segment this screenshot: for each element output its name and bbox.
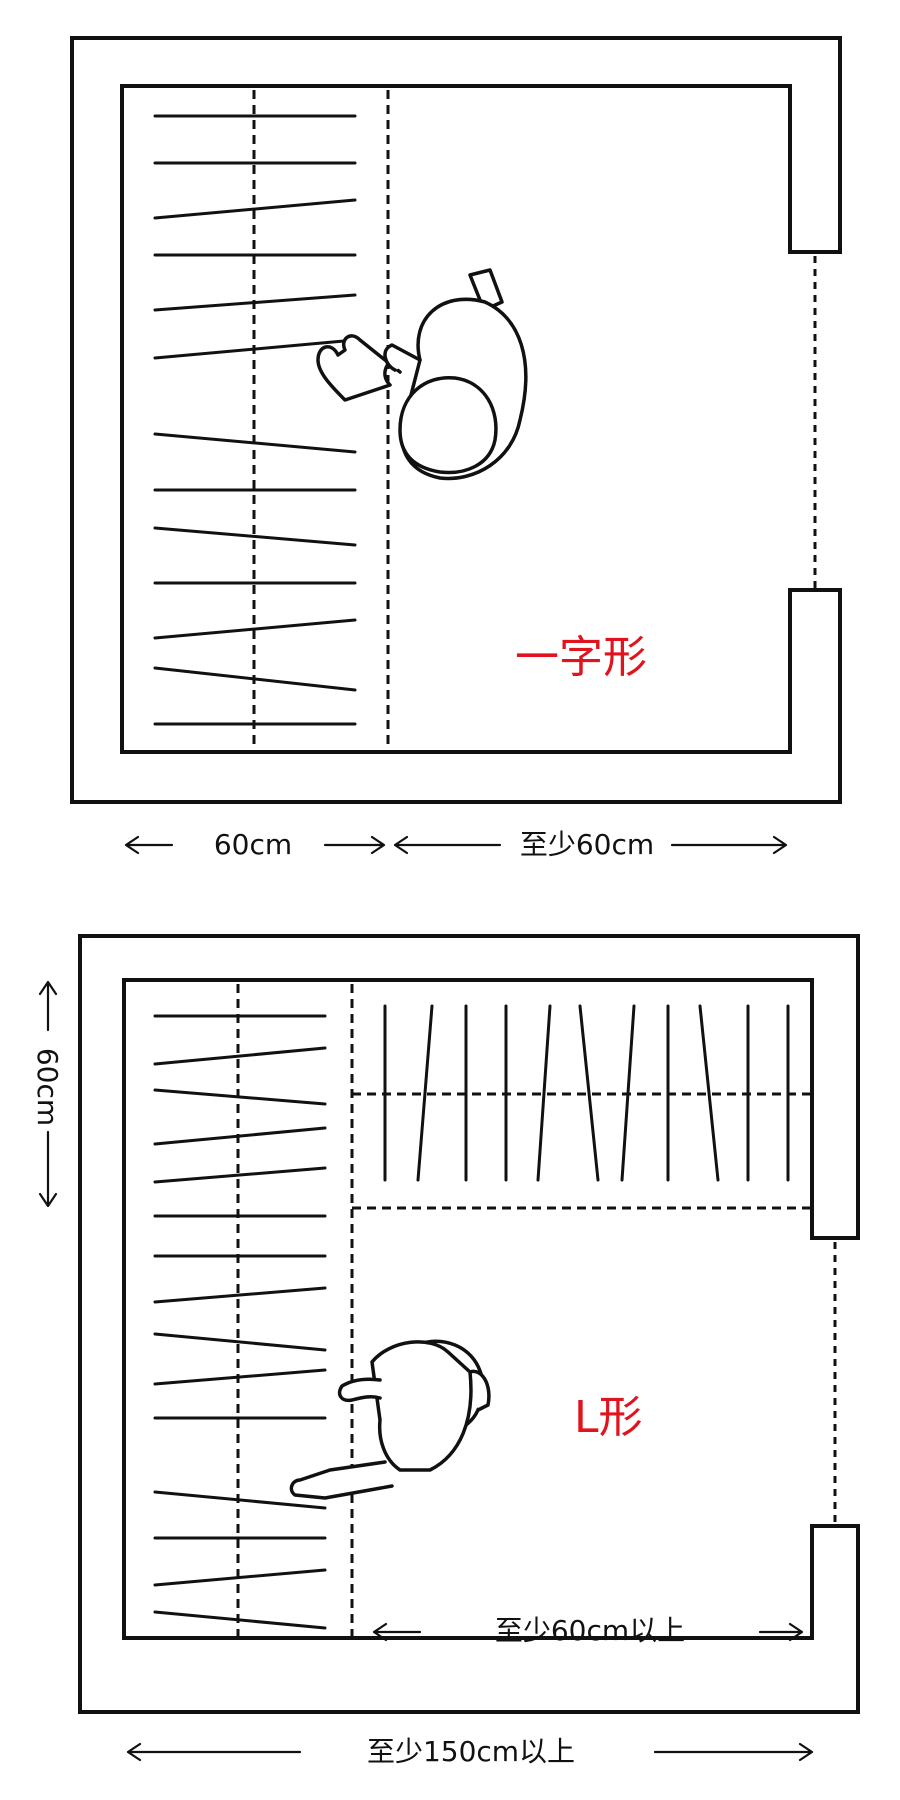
l-aisle-width-label: 至少60cm以上 xyxy=(495,1614,685,1647)
person-figure-bottom xyxy=(289,1339,491,1500)
straight-dimensions: 60cm 至少60cm xyxy=(124,828,788,861)
l-room-width-dimension: 至少150cm以上 xyxy=(126,1735,814,1768)
arrow-right-icon xyxy=(323,835,386,855)
arrow-up-icon xyxy=(38,980,58,1032)
arrow-left-icon xyxy=(393,835,502,855)
hanger-stroke xyxy=(153,1046,327,1066)
straight-closet-wall xyxy=(70,36,842,804)
straight-aisle-width-label: 至少60cm xyxy=(520,828,654,861)
hanger-stroke xyxy=(698,1004,720,1182)
hanger-stroke xyxy=(153,1126,327,1146)
straight-hangers xyxy=(153,114,357,726)
hanger-stroke xyxy=(153,293,357,312)
l-left-hangers xyxy=(153,1014,327,1630)
hanger-stroke xyxy=(578,1004,600,1182)
hanger-stroke xyxy=(153,1088,327,1106)
hanger-stroke xyxy=(153,198,357,220)
person-figure-top xyxy=(316,268,528,481)
l-rack-depth-label: 60cm xyxy=(31,1048,64,1126)
straight-rack-depth-label: 60cm xyxy=(214,828,292,861)
hanger-stroke xyxy=(153,338,357,360)
straight-shape-label: 一字形 xyxy=(515,632,647,683)
straight-closet-plan: 一字形 xyxy=(70,36,842,804)
l-room-width-label: 至少150cm以上 xyxy=(367,1735,575,1768)
hanger-stroke xyxy=(153,666,357,692)
hanger-stroke xyxy=(153,618,357,640)
arrow-left-icon xyxy=(126,1742,302,1762)
arrow-down-icon xyxy=(38,1130,58,1208)
arrow-right-icon xyxy=(653,1742,814,1762)
hanger-stroke xyxy=(153,1610,327,1630)
arrow-right-icon xyxy=(758,1622,804,1642)
hanger-stroke xyxy=(536,1004,552,1182)
hanger-stroke xyxy=(153,1490,327,1510)
hanger-stroke xyxy=(153,1166,327,1184)
l-closet-wall xyxy=(78,934,860,1714)
hanger-stroke xyxy=(153,526,357,547)
hanger-stroke xyxy=(153,432,357,454)
hanger-stroke xyxy=(153,1332,327,1352)
l-vertical-dimension: 60cm xyxy=(31,980,64,1208)
l-aisle-dimension: 至少60cm以上 xyxy=(372,1614,804,1647)
hanger-stroke xyxy=(416,1004,434,1182)
hanger-stroke xyxy=(153,1368,327,1386)
l-shaped-closet-plan: L形 xyxy=(78,934,860,1714)
l-shape-label: L形 xyxy=(574,1392,643,1443)
arrow-left-icon xyxy=(124,835,174,855)
l-top-hangers xyxy=(383,1004,790,1182)
hanger-stroke xyxy=(153,1286,327,1304)
hanger-stroke xyxy=(620,1004,636,1182)
hanger-stroke xyxy=(153,1568,327,1587)
arrow-left-icon xyxy=(372,1622,422,1642)
arrow-right-icon xyxy=(670,835,788,855)
